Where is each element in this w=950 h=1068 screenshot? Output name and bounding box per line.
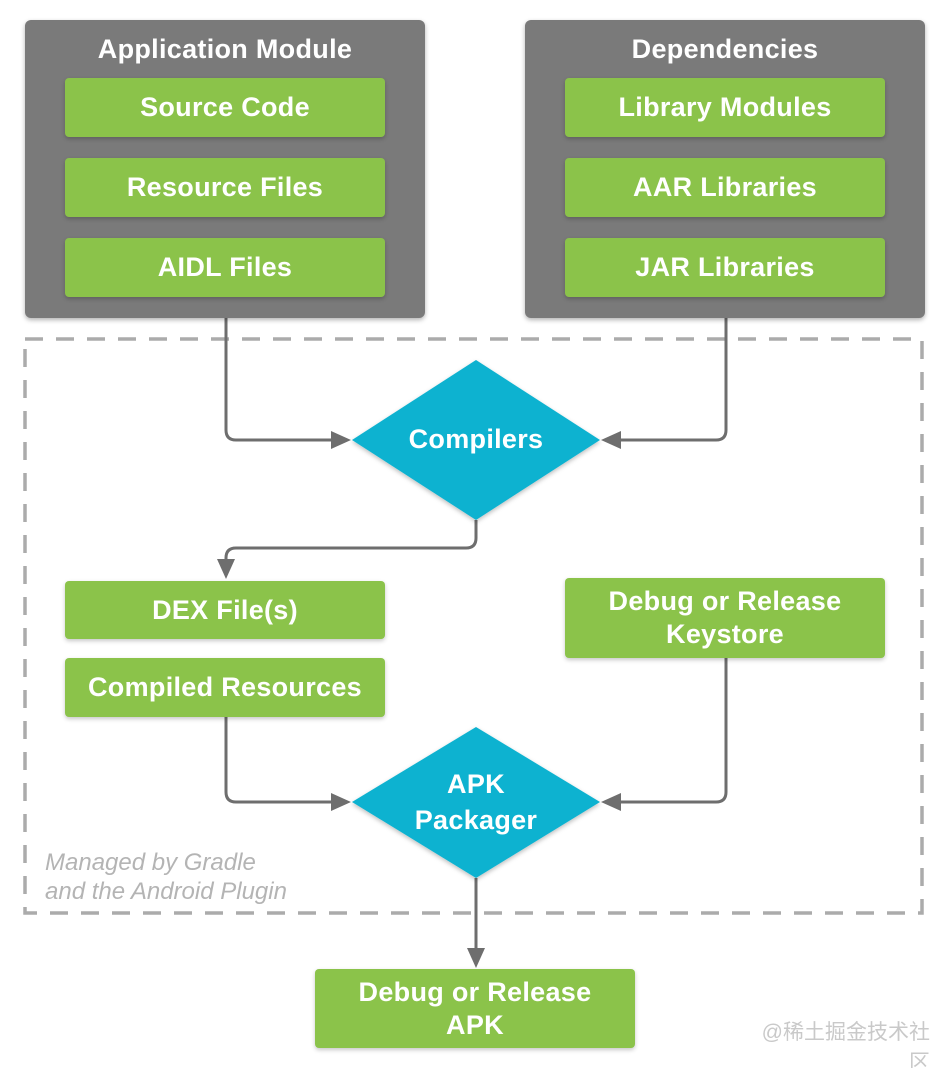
source-code-box: Source Code: [65, 78, 385, 137]
watermark-text: @稀土掘金技术社区: [761, 1021, 930, 1068]
final-apk-box-line2: APK: [446, 1009, 504, 1040]
connector-dependencies-to-compilers: [621, 318, 728, 442]
compilers-diamond-label: Compilers: [408, 424, 544, 455]
jar-libraries-box: JAR Libraries: [565, 238, 885, 297]
compilers-diamond-shape: [352, 360, 600, 520]
gradle-managed-note-line1: Managed by Gradle: [45, 849, 256, 876]
aidl-files-box: AIDL Files: [65, 238, 385, 297]
library-modules-box: Library Modules: [565, 78, 885, 137]
apk-packager-label-line1: APK: [447, 769, 505, 800]
application-module-title: Application Module: [97, 33, 353, 64]
apk-packager-diamond-label: APK Packager: [352, 727, 600, 878]
connector-keystore-to-apk-packager: [621, 658, 728, 804]
dependencies-group: Dependencies Library Modules AAR Librari…: [525, 20, 925, 318]
gradle-boundary-dashed-box: [23, 337, 924, 915]
dex-files-box: DEX File(s): [65, 581, 385, 639]
compiled-resources-box: Compiled Resources: [65, 658, 385, 717]
aar-libraries-box: AAR Libraries: [565, 158, 885, 217]
connector-app-module-to-compilers: [224, 318, 331, 442]
connector-compilers-to-dex: [224, 520, 478, 560]
keystore-box: Debug or Release Keystore: [565, 578, 885, 658]
apk-packager-label-line2: Packager: [414, 804, 538, 835]
apk-packager-diamond-shape: [352, 727, 600, 878]
keystore-box-line1: Debug or Release: [608, 586, 842, 617]
connector-resources-to-apk-packager: [224, 717, 331, 804]
dependencies-title: Dependencies: [631, 33, 819, 64]
keystore-box-line2: Keystore: [666, 619, 784, 649]
gradle-managed-note: Managed by Gradle and the Android Plugin: [45, 848, 287, 906]
arrowhead-app-module-to-compilers: [331, 431, 351, 449]
application-module-group: Application Module Source Code Resource …: [25, 20, 425, 318]
arrowhead-dependencies-to-compilers: [601, 431, 621, 449]
arrowhead-apk-packager-to-final-apk: [467, 948, 485, 968]
final-apk-box-line1: Debug or Release: [358, 976, 592, 1007]
arrowhead-resources-to-apk-packager: [331, 793, 351, 811]
arrowhead-keystore-to-apk-packager: [601, 793, 621, 811]
final-apk-box: Debug or Release APK: [315, 969, 635, 1048]
arrowhead-compilers-to-dex: [217, 559, 235, 579]
resource-files-box: Resource Files: [65, 158, 385, 217]
gradle-managed-note-line2: and the Android Plugin: [45, 878, 287, 905]
